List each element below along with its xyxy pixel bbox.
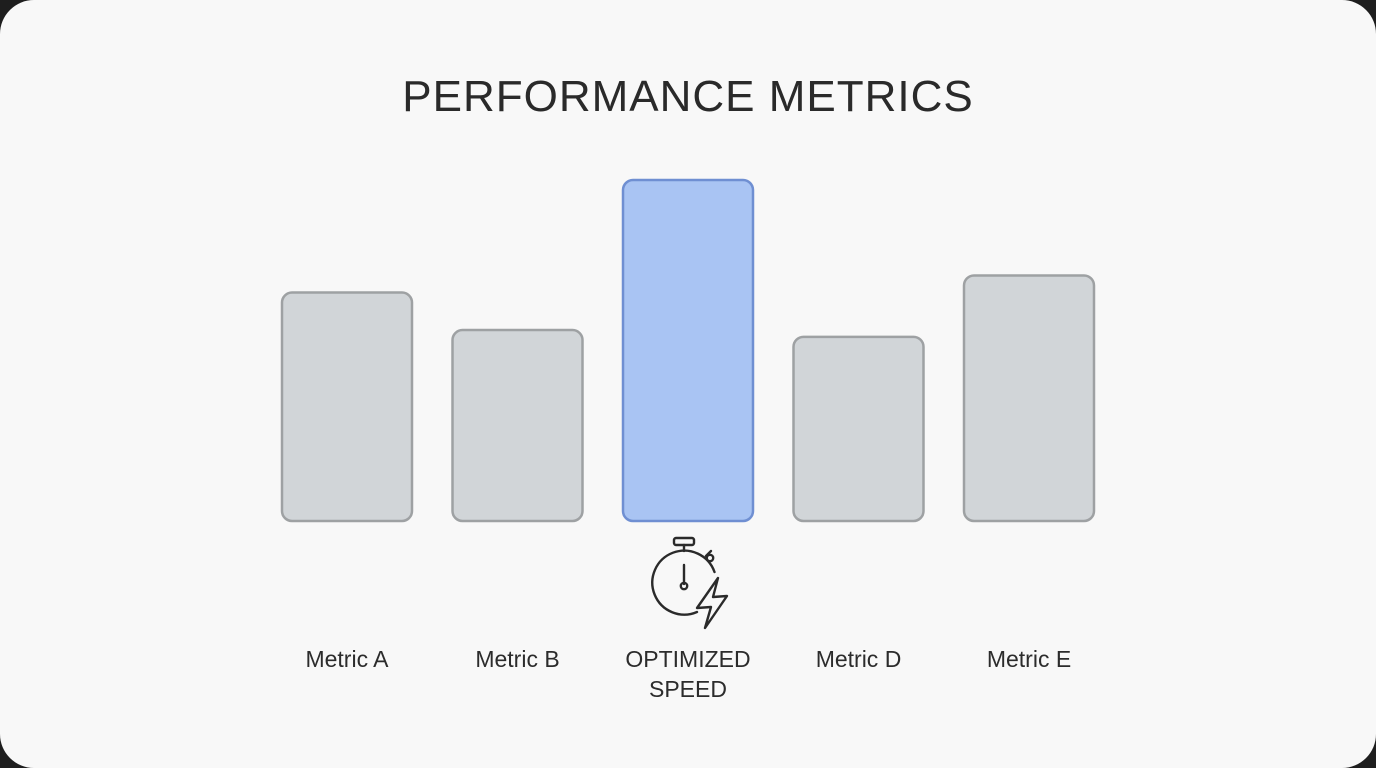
category-label: Metric D: [816, 646, 902, 672]
category-label: Metric A: [305, 646, 389, 672]
category-label: Metric B: [475, 646, 559, 672]
bar: [280, 291, 414, 523]
category-label: Metric E: [987, 646, 1071, 672]
bar: [962, 274, 1096, 523]
bar: [451, 328, 584, 523]
bar-highlight: [621, 178, 755, 523]
stopwatch-lightning-icon: [651, 536, 729, 630]
bar: [792, 335, 925, 523]
chart-title: PERFORMANCE METRICS: [402, 72, 974, 121]
bars-layer: [280, 178, 1096, 523]
